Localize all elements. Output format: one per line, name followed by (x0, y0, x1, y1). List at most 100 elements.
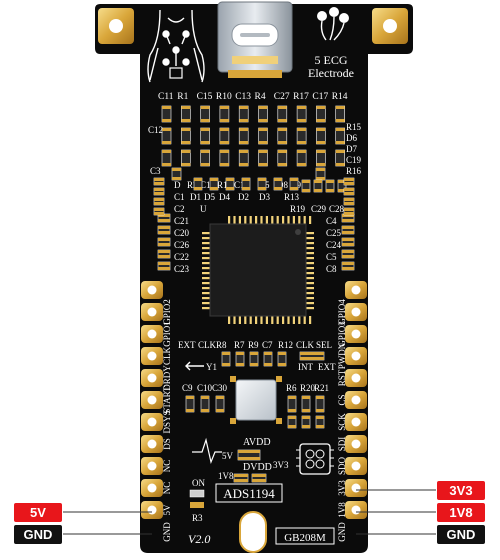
lower-cap-0 (185, 395, 195, 413)
top-part-5c (238, 149, 249, 167)
silk-top-c17: C17 (312, 92, 328, 102)
silk-cap-c30: C30 (212, 383, 228, 393)
silk-mid-b-3: D4 (219, 192, 230, 202)
silk-mid-c-3: C29 (311, 204, 327, 214)
top-part-9b (316, 127, 326, 145)
silk-top-c27: C27 (274, 92, 290, 102)
silk-mid-a-3: R11 (217, 180, 232, 190)
lower-cap-1 (200, 395, 210, 413)
bottom-slot-hole (239, 511, 267, 553)
silk-right-r16: R16 (346, 166, 362, 176)
label-1v8-small: 1V8 (218, 471, 234, 481)
top-part-1b (161, 127, 172, 145)
silk-left-c22: C22 (174, 252, 189, 262)
silk-mid-b-2: D5 (204, 192, 215, 202)
silk-clk-3: R7 (234, 340, 245, 350)
right-top-cap-3 (343, 207, 355, 216)
lower-res-1 (301, 395, 311, 413)
silk-right-r15: R15 (346, 122, 362, 132)
silk-mid-a-6: D8 (277, 180, 288, 190)
right-top-cap-0 (343, 177, 355, 186)
top-part-7 (277, 105, 288, 123)
silk-clk-2: R8 (216, 340, 227, 350)
silk-right-cap-c5: C5 (326, 252, 337, 262)
pin-left-gnd: GND (162, 522, 172, 542)
dvdd-cap-2 (251, 473, 267, 483)
silk-top-r14: R14 (332, 92, 348, 102)
clk-part-4 (277, 351, 287, 367)
header-pins-left (141, 281, 163, 519)
label-r3: R3 (192, 513, 203, 523)
mid-part-4 (257, 177, 267, 191)
pin-left-start: START (162, 386, 172, 414)
lower-res-b-2 (315, 415, 325, 429)
top-part-9c (316, 149, 326, 167)
avdd-regulator (237, 449, 261, 461)
top-part-3 (200, 105, 210, 123)
pin-left-dsys: DSYS (162, 410, 172, 433)
silk-top-r1: R1 (177, 92, 188, 102)
mid-part-r2 (325, 179, 335, 193)
silk-clk-8: SEL (316, 340, 332, 350)
top-part-8b (296, 127, 307, 145)
logo-circuit-icon (296, 443, 334, 475)
clk-part-0 (221, 351, 231, 367)
right-cap-4 (341, 261, 355, 271)
mounting-hole-right (372, 8, 408, 44)
power-components (233, 449, 267, 483)
top-part-10c (335, 149, 346, 167)
silk-top-r4: R4 (255, 92, 266, 102)
clk-part-1 (235, 351, 245, 367)
top-part-5b (238, 127, 249, 145)
chip-name: ADS1194 (223, 486, 275, 501)
silk-top-r10: R10 (216, 92, 232, 102)
top-part-1c (161, 149, 172, 167)
mid-part-0 (193, 177, 203, 191)
human-body-ecg-icon (147, 9, 205, 83)
label-on: ON (192, 478, 205, 488)
right-cap-3 (341, 249, 355, 259)
silk-mid-c-1: U (200, 204, 207, 214)
top-part-6c (258, 149, 268, 167)
electrode-connector-icon (317, 7, 349, 41)
resistor-r3 (190, 502, 204, 508)
silk-left-c21: C21 (174, 216, 189, 226)
silk-mid-c-0: C2 (174, 204, 185, 214)
silk-mid-a-1: R2 (187, 180, 198, 190)
label-ext: EXT (318, 362, 336, 372)
silk-r-r21: R21 (314, 383, 329, 393)
usb-c-connector (217, 1, 293, 78)
lower-cap-2 (215, 395, 225, 413)
pin-left-ds: DS (162, 438, 172, 450)
silk-r-r6: R6 (286, 383, 297, 393)
silk-right-d6: D6 (346, 133, 357, 143)
model-frame (275, 527, 335, 545)
left-top-cap-1 (153, 187, 165, 196)
label-y1: Y1 (206, 362, 217, 372)
silk-top-c13: C13 (235, 92, 251, 102)
mid-part-6 (289, 177, 299, 191)
silk-clk-6: R12 (278, 340, 293, 350)
left-cap-2 (157, 237, 171, 247)
top-part-4c (219, 149, 230, 167)
left-top-cap-3 (153, 207, 165, 216)
top-part-6 (258, 105, 268, 123)
silk-clk-7: CLK (296, 340, 315, 350)
pin-left-drdy: DRDY (162, 365, 172, 391)
right-cap-1 (341, 225, 355, 235)
label-3v3-small: 3V3 (273, 460, 289, 470)
top-part-3b (200, 127, 210, 145)
pin-right-sdo: SDO (337, 457, 347, 476)
clk-part-2 (249, 351, 259, 367)
mid-part-r0 (301, 179, 311, 193)
label-int: INT (298, 362, 313, 372)
pin-right-rst: RST (337, 369, 347, 386)
left-cap-1 (157, 225, 171, 235)
silk-mid-a-0: D (174, 180, 181, 190)
clock-components (221, 351, 325, 367)
pin-right-cs: CS (337, 394, 347, 405)
